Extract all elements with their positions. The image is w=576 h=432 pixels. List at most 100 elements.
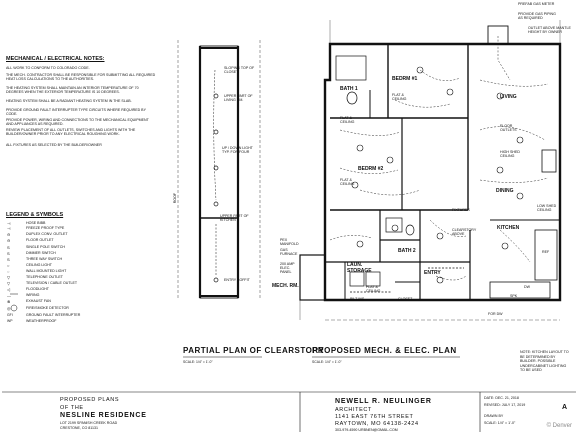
tb-sheet-number: A	[562, 404, 568, 411]
legend-label: FLOOR OUTLET	[26, 238, 54, 242]
flat-ceiling-label: FLAT & CEILING	[340, 116, 355, 125]
tb-city: CRESTONE, CO 81131	[60, 426, 99, 430]
note-item: REVIEW PLACEMENT OF ALL OUTLETS, SWITCHE…	[6, 128, 136, 137]
room-bath-1: BATH 1	[340, 86, 358, 92]
legend-title: LEGEND & SYMBOLS	[6, 212, 64, 218]
for-dw-label: FOR DW	[488, 312, 503, 316]
three-way-switch-icon: S	[7, 257, 10, 262]
pex-manifold-label: PEX MANIFOLD	[280, 238, 299, 247]
legend-label: DIMMER SWITCH	[26, 251, 56, 255]
ref-label: REF	[542, 250, 550, 254]
legend-label: GROUND FAULT INTERRUPTER	[26, 313, 81, 317]
upper-living-label: UPPER PART OF LIVING RM.	[224, 94, 253, 103]
spk-label: SPK	[510, 294, 518, 298]
legend-label: FLOODLIGHT	[26, 287, 49, 291]
tb-of-the: OF THE	[60, 405, 84, 411]
floor-outlets-label: FLOOR OUTLETS	[500, 124, 517, 133]
legend-label: TELEPHONE OUTLET	[26, 275, 63, 279]
wall-light-icon: ◌	[7, 269, 10, 274]
high-shed-label: HIGH SHED CEILING	[500, 150, 520, 159]
clearstory-label: CLEARSTORY ABOVE	[452, 228, 477, 237]
gas-furnace-label: GAS FURNACE	[280, 248, 298, 257]
roof-label: ROOF	[173, 192, 178, 204]
tb-address-1: 1141 EAST 76TH STREET	[335, 414, 414, 420]
elec-panel-label: 200 AMP ELEC. PANEL	[280, 262, 295, 275]
partial-plan-lines	[177, 40, 261, 300]
room-laundry: LAUN. STORAGE	[347, 262, 372, 274]
legend-label: HOSE BIBB	[26, 221, 46, 225]
wiring-runs	[329, 36, 549, 281]
light-fixtures	[351, 66, 524, 284]
room-bedrm-2: BEDRM #2	[358, 166, 384, 172]
builtins-label: BILT-INS	[350, 297, 365, 301]
freeze-proof-icon: ⊣	[7, 226, 11, 231]
note-item: PROVIDE GROUND FAULT INTERRUPTER TYPE CI…	[6, 108, 146, 117]
room-living: LIVING	[500, 94, 517, 100]
floor-outlet-icon: ⊖	[7, 238, 11, 243]
main-plan-scale: SCALE: 1/4" = 1'-0"	[312, 360, 342, 364]
ceiling-light-icon: ○	[7, 263, 10, 268]
up-down-light-label: UP / DOWN LIGHT TYP. FOR FOUR	[222, 146, 253, 155]
single-pole-switch-icon: S	[7, 245, 10, 250]
floodlight-icon: ◁	[7, 287, 11, 292]
legend-label: WALL MOUNTED LIGHT	[26, 269, 67, 273]
legend-label: TELEVISION / CABLE OUTLET	[26, 281, 78, 285]
tb-revised: REVISED: JULY 17, 2019	[484, 403, 526, 407]
room-mech: MECH. RM.	[272, 283, 299, 289]
room-bedrm-1: BEDRM #1	[392, 76, 418, 82]
note-item: ALL FIXTURES AS SELECTED BY THE BUILDER/…	[6, 143, 102, 147]
flat-ceiling-label: FLAT & CEILING	[340, 178, 355, 187]
room-bath-2: BATH 2	[398, 248, 416, 254]
tb-drawn-by: DRAWN BY	[484, 414, 504, 418]
legend-label: FREEZE PROOF TYPE	[26, 226, 65, 230]
note-item: HEATING SYSTEM SHALL BE A RADIANT HEATIN…	[6, 99, 132, 103]
legend-label: SINGLE POLE SWITCH	[26, 245, 65, 249]
partial-plan-scale: SCALE: 1/4" = 1'-0"	[183, 360, 213, 364]
upper-kitchen-label: UPPER PART OF KITCHEN	[220, 214, 249, 223]
tb-architect-title: ARCHITECT	[335, 407, 372, 413]
low-shed-label: LOW SHED CEILING	[537, 204, 557, 213]
exhaust-fan-icon: ⊗	[7, 299, 11, 304]
main-plan-title: PROPOSED MECH. & ELEC. PLAN	[312, 346, 457, 355]
partial-plan-title: PARTIAL PLAN OF CLEARSTORY	[183, 346, 325, 355]
outlet-above-label: OUTLET ABOVE MANTLE HEIGHT BY OWNER	[528, 26, 571, 35]
tb-lot: LOT 2199 SPANISH CREEK ROAD	[60, 421, 118, 425]
dimmer-switch-icon: S	[7, 251, 10, 256]
room-dining: DINING	[496, 188, 514, 194]
tb-date: DATE: DEC. 21, 2018	[484, 396, 519, 400]
legend-label: DUPLEX CONV. OUTLET	[26, 232, 68, 236]
gfi-icon: GFI	[7, 313, 13, 317]
flat-ceiling-label: FLAT & CEILING	[392, 93, 407, 102]
main-plan-walls	[299, 25, 562, 302]
notes-title: MECHANICAL / ELECTRICAL NOTES:	[6, 56, 105, 62]
note-item: THE MECH. CONTRACTOR SHALL BE RESPONSIBL…	[6, 73, 156, 82]
gas-notes-label: PROVIDE GAS PIPING AS REQUIRED	[518, 12, 556, 21]
note-item: THE HEATING SYSTEM SHALL MAINTAIN AN INT…	[6, 86, 139, 95]
kitchen-note: NOTE: KITCHEN LAYOUT TO BE DETERMINED BY…	[520, 350, 569, 373]
wiring-icon: —	[7, 293, 11, 298]
legend-label: WEATHERPROOF	[26, 319, 57, 323]
tb-residence-name: NESLINE RESIDENCE	[60, 412, 147, 419]
tb-phone: 303-979-4590 URBNEN@GMAIL.COM	[335, 428, 398, 432]
flat-ceiling-label: FLAT & CEILING	[366, 285, 381, 294]
weatherproof-icon: WP	[7, 319, 13, 323]
tb-architect-name: NEWELL R. NEULINGER	[335, 398, 432, 405]
legend-label: CEILING LIGHT	[26, 263, 52, 267]
legend-label: FIRE/SMOKE DETECTOR	[26, 306, 69, 310]
closet-label: CLOSET	[398, 297, 413, 301]
entry-soffit-label: ENTRY SOFFIT	[224, 278, 250, 282]
sloping-closet-label: SLOPING TOP OF CLOSET	[224, 66, 255, 75]
legend-label: THREE WAY SWITCH	[26, 257, 63, 261]
fixtures-label: FIXTURES	[452, 208, 470, 212]
tb-scale: SCALE: 1/4" = 1'-0"	[484, 421, 516, 425]
telephone-outlet-icon: ▽	[7, 275, 11, 280]
legend-label: WIRING	[26, 293, 40, 297]
smoke-detector-icon: ◎	[7, 306, 11, 311]
room-entry: ENTRY	[424, 270, 441, 276]
tb-proposed-plans: PROPOSED PLANS	[60, 397, 120, 403]
legend-label: EXHAUST FAN	[26, 299, 51, 303]
gas-meter-label: PREFAB GAS METER	[518, 2, 555, 6]
tb-address-2: RAYTOWN, MO 64138-2424	[335, 421, 419, 427]
